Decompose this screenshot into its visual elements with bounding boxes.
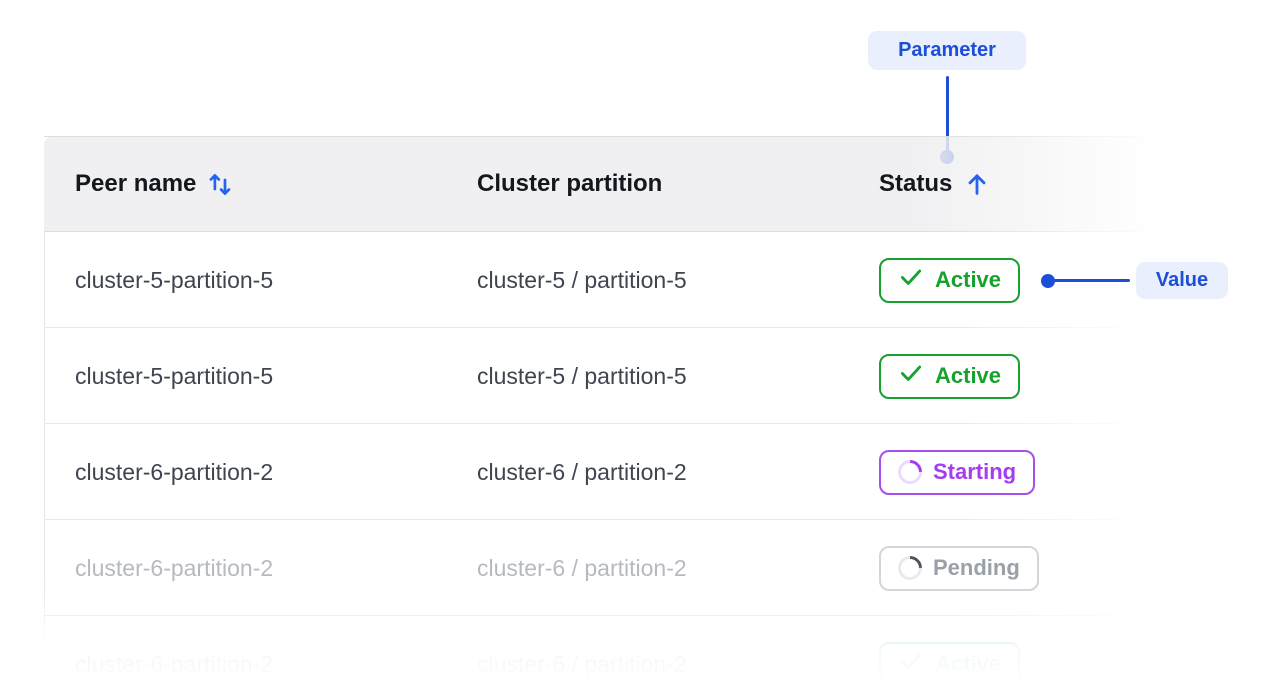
column-header-status[interactable]: Status	[879, 170, 1180, 198]
peer-name-cell: cluster-5-partition-5	[75, 266, 274, 293]
value-connector-dot	[1041, 274, 1055, 288]
peer-name-cell: cluster-6-partition-2	[75, 458, 274, 485]
sort-ascending-icon[interactable]	[963, 170, 991, 198]
status-badge: Active	[879, 257, 1021, 303]
parameter-annotation: Parameter	[868, 31, 1026, 70]
value-annotation: Value	[1136, 262, 1228, 299]
status-label: Active	[935, 651, 1002, 676]
status-label: Starting	[933, 459, 1017, 484]
value-connector-line	[1052, 279, 1130, 282]
status-header-label: Status	[879, 170, 953, 197]
parameter-connector-line	[946, 76, 949, 152]
check-icon	[898, 264, 924, 296]
status-label: Active	[935, 363, 1002, 388]
cluster-partition-cell: cluster-6 / partition-2	[477, 650, 687, 677]
table-body: cluster-5-partition-5 cluster-5 / partit…	[44, 232, 1180, 688]
cluster-partition-header-label: Cluster partition	[477, 170, 663, 197]
table-row: cluster-6-partition-2 cluster-6 / partit…	[44, 616, 1180, 688]
cluster-partition-cell: cluster-5 / partition-5	[477, 362, 687, 389]
status-label: Active	[935, 267, 1002, 292]
status-badge: Active	[879, 353, 1021, 399]
cluster-partition-cell: cluster-5 / partition-5	[477, 266, 687, 293]
status-badge: Pending	[879, 545, 1039, 591]
table-left-border	[44, 232, 45, 688]
check-icon	[898, 648, 924, 680]
column-header-cluster-partition[interactable]: Cluster partition	[477, 170, 879, 198]
check-icon	[898, 360, 924, 392]
column-header-peer-name[interactable]: Peer name	[75, 170, 477, 198]
peer-name-header-label: Peer name	[75, 170, 197, 197]
sort-both-icon[interactable]	[207, 171, 234, 198]
peer-name-cell: cluster-6-partition-2	[75, 650, 274, 677]
peer-name-cell: cluster-5-partition-5	[75, 362, 274, 389]
table-row: cluster-6-partition-2 cluster-6 / partit…	[44, 520, 1180, 616]
table-row: cluster-5-partition-5 cluster-5 / partit…	[44, 328, 1180, 424]
cluster-partition-cell: cluster-6 / partition-2	[477, 458, 687, 485]
peer-name-cell: cluster-6-partition-2	[75, 554, 274, 581]
cluster-partition-cell: cluster-6 / partition-2	[477, 554, 687, 581]
spinner-icon	[893, 551, 927, 585]
table-row: cluster-6-partition-2 cluster-6 / partit…	[44, 424, 1180, 520]
status-label: Pending	[933, 555, 1020, 580]
table-header-row: Peer name Cluster partition Status	[44, 136, 1180, 232]
status-badge: Active	[879, 641, 1021, 687]
status-badge: Starting	[879, 449, 1036, 495]
table-row: cluster-5-partition-5 cluster-5 / partit…	[44, 232, 1180, 328]
spinner-icon	[893, 455, 927, 489]
peers-table: Peer name Cluster partition Status	[44, 136, 1180, 688]
